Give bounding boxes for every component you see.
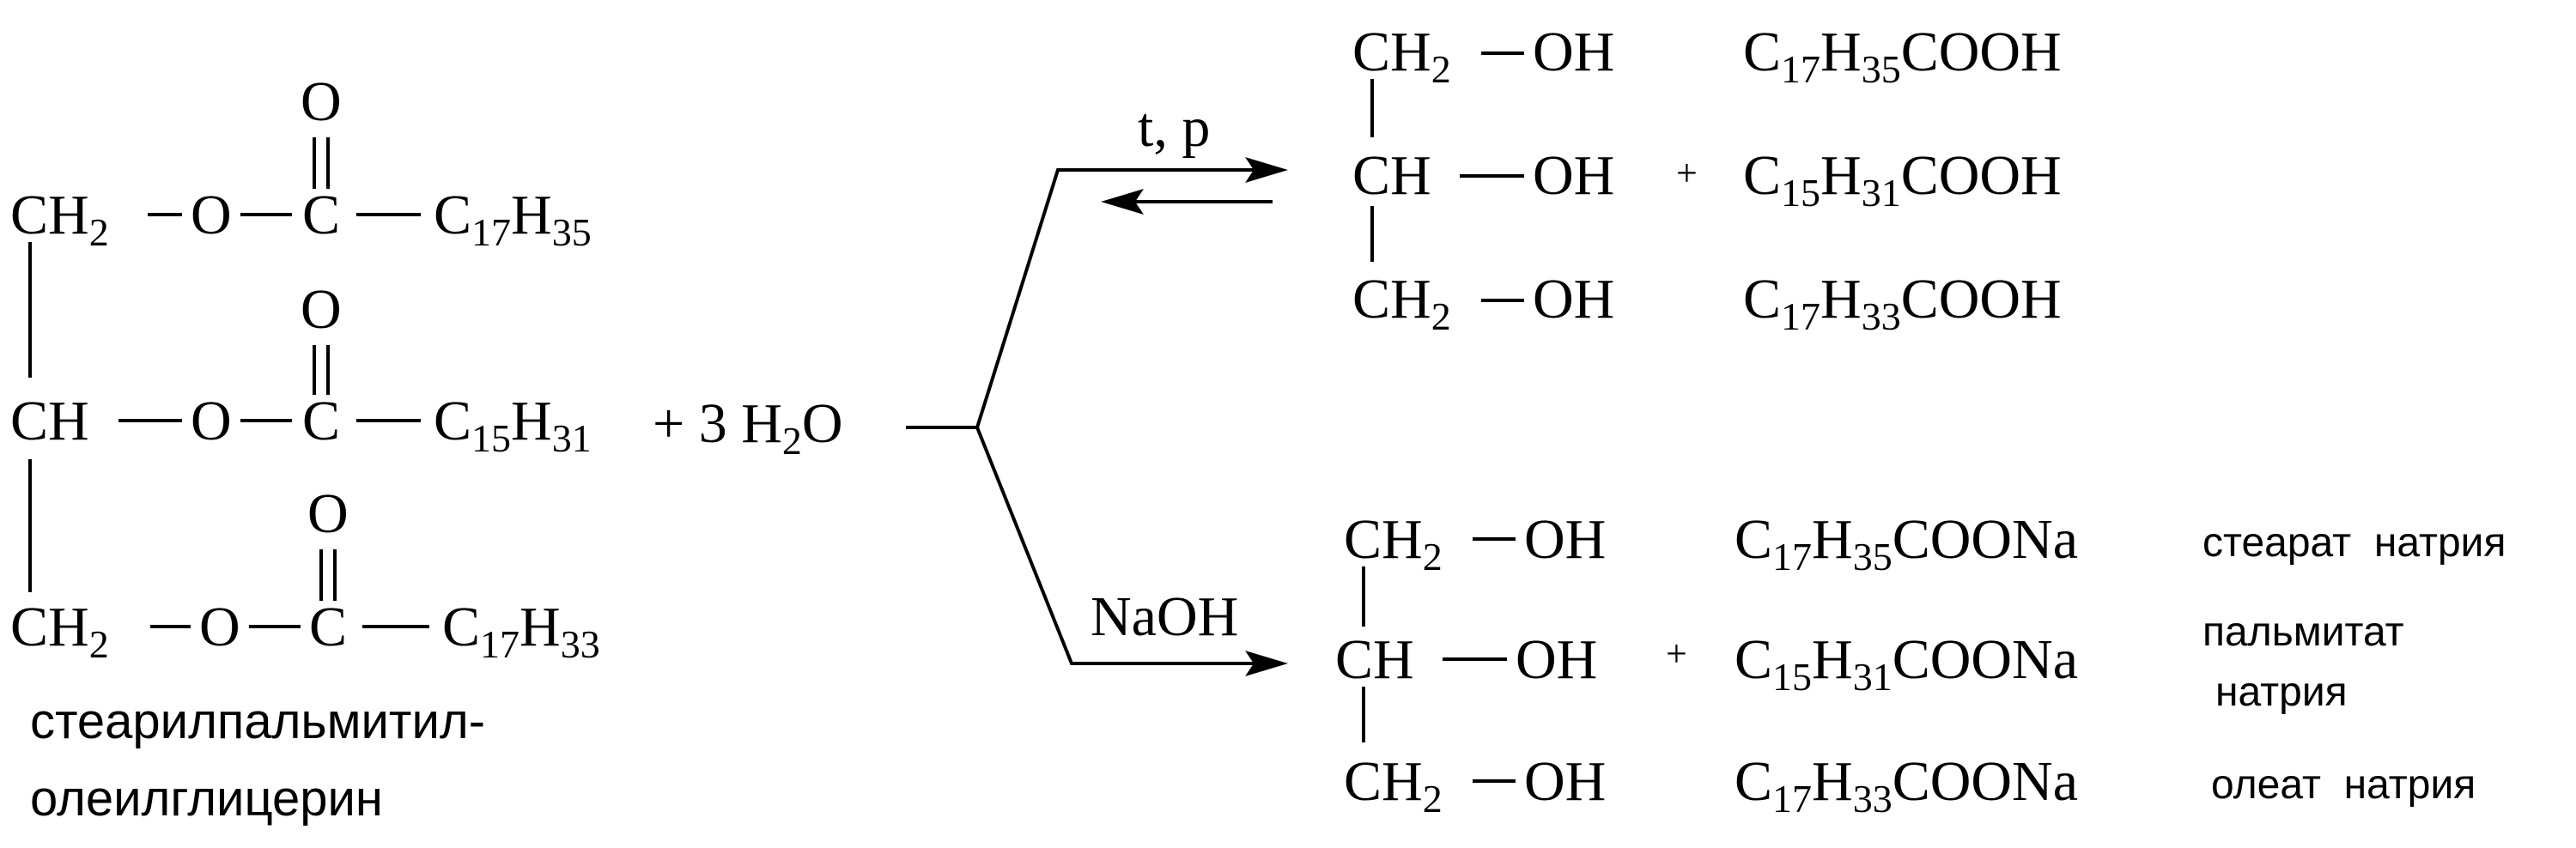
lower-arrowhead bbox=[1245, 651, 1288, 676]
upper-condition-label: t, p bbox=[1138, 96, 1210, 159]
lower-glycerol-ch2-bottom: CH2 bbox=[1344, 750, 1443, 821]
lower-glycerol-oh-top: OH bbox=[1524, 508, 1606, 571]
sodium-palmitate-name-line2: натрия bbox=[2215, 669, 2348, 715]
lower-condition-label: NaOH bbox=[1091, 585, 1238, 648]
upper-glycerol-ch2-top: CH2 bbox=[1352, 21, 1451, 91]
row2-ester-oxygen: O bbox=[191, 390, 232, 452]
row1-ch2: CH2 bbox=[10, 184, 109, 254]
row1-carbonyl-oxygen: O bbox=[301, 70, 342, 133]
sodium-stearate-name: стеарат натрия bbox=[2202, 520, 2506, 566]
upper-products: CH2 OH CH OH CH2 OH + C17H35COOH C15H31C… bbox=[1352, 21, 2062, 338]
row3-ch2: CH2 bbox=[10, 596, 109, 666]
reaction-branches: t, p NaOH bbox=[906, 96, 1288, 676]
row1-carbonyl-carbon: C bbox=[302, 184, 340, 246]
lower-glycerol-ch-middle: CH bbox=[1335, 628, 1414, 691]
lower-glycerol-ch2-top: CH2 bbox=[1344, 508, 1443, 578]
row2-carbonyl-oxygen: O bbox=[301, 278, 342, 341]
palmitic-acid-formula: C15H31COOH bbox=[1743, 144, 2062, 215]
row3-ester-oxygen: O bbox=[199, 596, 240, 658]
upper-glycerol-ch2-bottom: CH2 bbox=[1352, 268, 1451, 338]
row3-carbonyl-oxygen: O bbox=[307, 482, 349, 545]
stearic-acid-formula: C17H35COOH bbox=[1743, 21, 2062, 91]
sodium-stearate-formula: C17H35COONa bbox=[1735, 508, 2078, 578]
lower-glycerol-oh-middle: OH bbox=[1516, 628, 1597, 691]
upper-glycerol-ch-middle: CH bbox=[1352, 144, 1431, 207]
upper-forward-arrowhead bbox=[1245, 157, 1288, 183]
upper-plus-sign: + bbox=[1676, 152, 1698, 194]
branch-upper-line bbox=[975, 168, 1271, 428]
reactant-name-line2: олеилглицерин bbox=[30, 771, 383, 827]
sodium-oleate-formula: C17H33COONa bbox=[1735, 750, 2078, 821]
water-term: + 3 H2O bbox=[653, 392, 843, 463]
oleic-acid-formula: C17H33COOH bbox=[1743, 268, 2062, 338]
row3-carbonyl-carbon: C bbox=[309, 596, 347, 658]
upper-glycerol-oh-middle: OH bbox=[1533, 144, 1614, 207]
sodium-oleate-name: олеат натрия bbox=[2211, 762, 2476, 808]
lower-plus-sign: + bbox=[1666, 633, 1687, 675]
row3-chain-oleyl: C17H33 bbox=[442, 596, 600, 666]
upper-glycerol-oh-bottom: OH bbox=[1533, 268, 1614, 330]
upper-glycerol-oh-top: OH bbox=[1533, 21, 1614, 83]
branch-lower-line bbox=[975, 427, 1271, 665]
lower-glycerol-oh-bottom: OH bbox=[1524, 750, 1606, 813]
sodium-palmitate-formula: C15H31COONa bbox=[1735, 628, 2078, 699]
reactant-name-line1: стеарилпальмитил- bbox=[30, 694, 485, 749]
row1-chain-stearyl: C17H35 bbox=[434, 184, 592, 254]
row2-chain-palmityl: C15H31 bbox=[434, 390, 592, 460]
lower-products: CH2 OH CH OH CH2 OH + C17H35COONa C15H31… bbox=[1335, 508, 2506, 821]
triglyceride-structure: CH2 O C O C17H35 CH O C O C15H31 CH2 O C… bbox=[10, 70, 600, 827]
sodium-palmitate-name-line1: пальмитат bbox=[2202, 609, 2404, 655]
row2-carbonyl-carbon: C bbox=[302, 390, 340, 452]
row1-ester-oxygen: O bbox=[191, 184, 232, 246]
row2-ch: CH bbox=[10, 390, 89, 452]
upper-reverse-arrowhead bbox=[1101, 189, 1144, 215]
